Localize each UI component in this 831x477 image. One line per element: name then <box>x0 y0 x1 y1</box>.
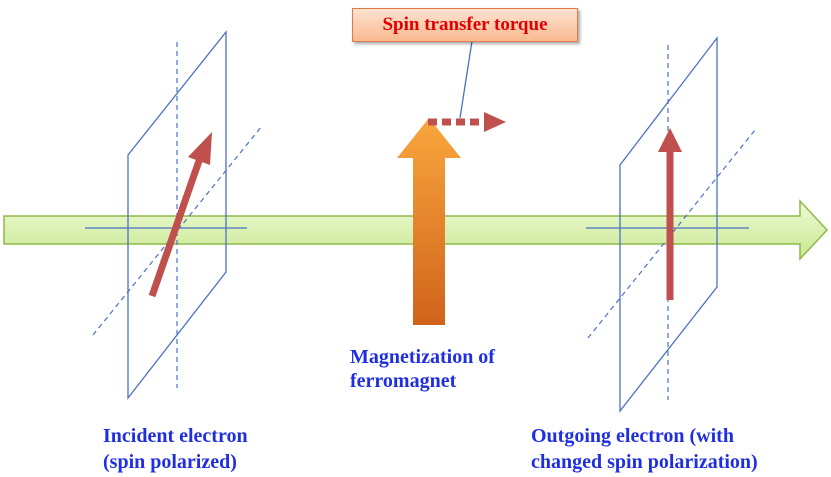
torque-callout-leader <box>459 40 473 119</box>
torque-label: Spin transfer torque <box>382 14 548 35</box>
outgoing-plane-frame <box>619 36 718 413</box>
incident-spin-arrow-head <box>188 132 212 165</box>
outgoing-spin-plane <box>586 36 756 413</box>
outgoing-spin-arrow-head <box>658 128 682 152</box>
magnetization-label-line1: Magnetization of <box>350 346 495 368</box>
torque-arrow-head <box>484 112 506 132</box>
torque-callout-box: Spin transfer torque <box>352 8 578 42</box>
torque-arrow <box>428 112 506 132</box>
incident-plane-frame <box>127 30 227 400</box>
magnetization-arrow <box>397 118 461 325</box>
magnetization-label-line2: ferromagnet <box>350 370 457 392</box>
incident-label-line1: Incident electron <box>103 425 248 447</box>
outgoing-label-line1: Outgoing electron (with <box>531 425 734 447</box>
incident-spin-arrow-shaft <box>148 156 204 298</box>
outgoing-label-line2: changed spin polarization) <box>531 451 758 473</box>
incident-label-line2: (spin polarized) <box>103 451 237 473</box>
incident-spin-plane <box>85 30 263 400</box>
